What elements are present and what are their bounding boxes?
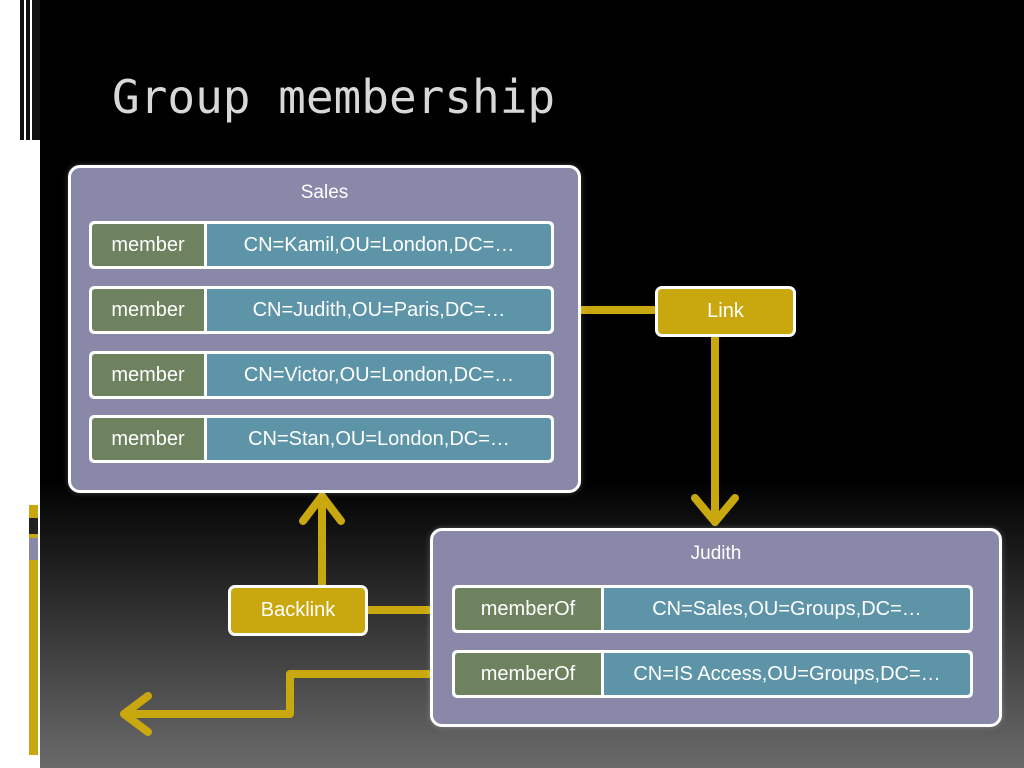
is-access-arrow-line xyxy=(120,670,462,718)
member-value: CN=Kamil,OU=London,DC=… xyxy=(207,224,551,266)
member-attribute: member xyxy=(92,354,204,396)
left-decor-stripe xyxy=(26,0,30,140)
sales-member-row: member CN=Judith,OU=Paris,DC=… xyxy=(89,286,554,334)
sales-group-title: Sales xyxy=(300,182,349,203)
memberof-value: CN=IS Access,OU=Groups,DC=… xyxy=(604,653,970,695)
backlink-arrow-head xyxy=(299,492,345,525)
member-value: CN=Judith,OU=Paris,DC=… xyxy=(207,289,551,331)
link-label: Link xyxy=(655,286,796,337)
member-value: CN=Victor,OU=London,DC=… xyxy=(207,354,551,396)
left-decor-stripe xyxy=(32,0,40,140)
left-decor-accent xyxy=(29,505,38,755)
is-access-arrow-head xyxy=(120,692,152,736)
slide-title: Group membership xyxy=(112,70,556,124)
left-decor-stripe xyxy=(20,0,24,140)
member-attribute: member xyxy=(92,224,204,266)
memberof-attribute: memberOf xyxy=(455,653,601,695)
link-arrow-head xyxy=(691,494,739,526)
judith-user-title: Judith xyxy=(690,543,742,564)
left-decor-accent xyxy=(29,538,38,560)
sales-member-row: member CN=Victor,OU=London,DC=… xyxy=(89,351,554,399)
memberof-attribute: memberOf xyxy=(455,588,601,630)
judith-memberof-row: memberOf CN=IS Access,OU=Groups,DC=… xyxy=(452,650,973,698)
member-attribute: member xyxy=(92,289,204,331)
memberof-value: CN=Sales,OU=Groups,DC=… xyxy=(604,588,970,630)
sales-member-row: member CN=Stan,OU=London,DC=… xyxy=(89,415,554,463)
left-decor-accent xyxy=(29,518,38,534)
judith-memberof-row: memberOf CN=Sales,OU=Groups,DC=… xyxy=(452,585,973,633)
member-attribute: member xyxy=(92,418,204,460)
backlink-label: Backlink xyxy=(228,585,368,636)
sales-member-row: member CN=Kamil,OU=London,DC=… xyxy=(89,221,554,269)
member-value: CN=Stan,OU=London,DC=… xyxy=(207,418,551,460)
